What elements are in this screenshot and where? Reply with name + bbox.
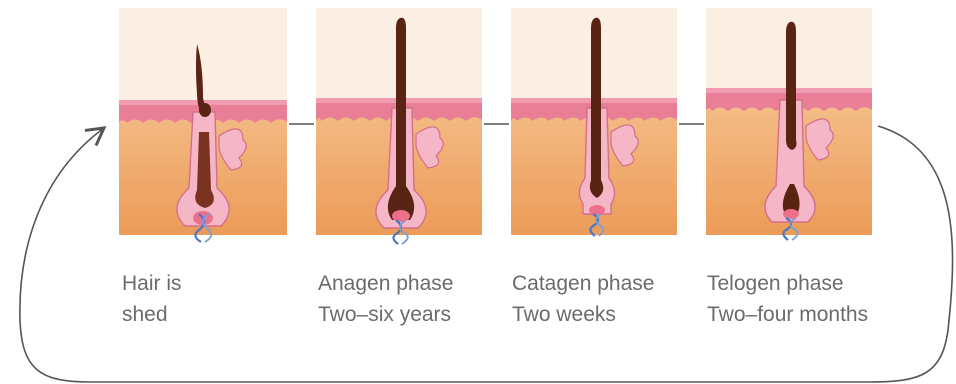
caption-catagen-line1: Catagen phase	[512, 268, 654, 299]
panel-catagen	[511, 8, 677, 236]
panel-telogen	[706, 8, 872, 240]
caption-catagen: Catagen phase Two weeks	[512, 268, 654, 330]
caption-shed-line2: shed	[122, 299, 182, 330]
panel-shed	[119, 8, 287, 242]
caption-telogen-line2: Two–four months	[707, 299, 868, 330]
caption-shed: Hair is shed	[122, 268, 182, 330]
panel-anagen	[316, 8, 482, 244]
caption-anagen-line1: Anagen phase	[318, 268, 453, 299]
caption-shed-line1: Hair is	[122, 268, 182, 299]
caption-telogen-line1: Telogen phase	[707, 268, 868, 299]
caption-catagen-line2: Two weeks	[512, 299, 654, 330]
caption-telogen: Telogen phase Two–four months	[707, 268, 868, 330]
caption-anagen: Anagen phase Two–six years	[318, 268, 453, 330]
caption-anagen-line2: Two–six years	[318, 299, 453, 330]
